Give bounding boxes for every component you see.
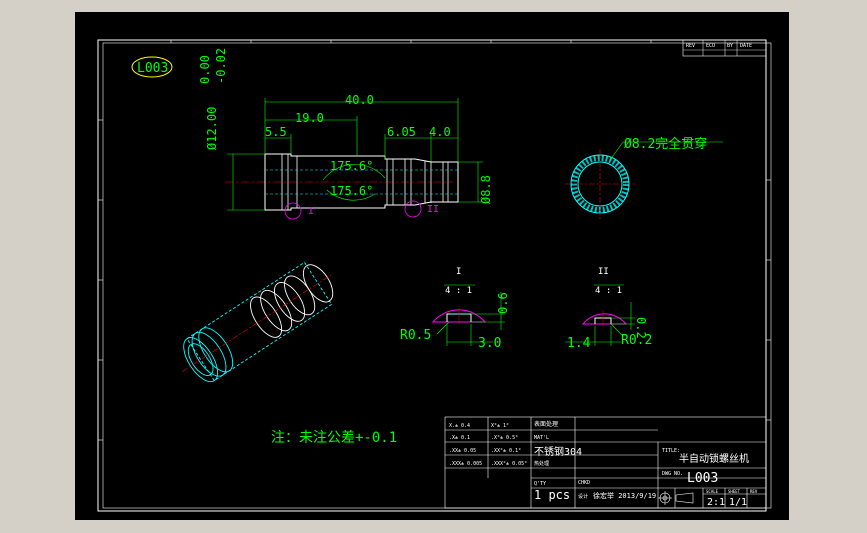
detail-ii-title: II <box>598 267 609 277</box>
dim-diameter-8-8: Ø8.8 <box>479 175 493 204</box>
detail-i-scale: 4 : 1 <box>445 286 472 296</box>
tol-cell-3-1: .XXX°± 0.05° <box>491 461 527 467</box>
tol-cell-2-1: .XX°± 0.1° <box>491 448 521 454</box>
rev-header-rev: REV <box>686 43 695 49</box>
outer-border <box>97 39 767 512</box>
projection-symbol-icon <box>658 491 694 505</box>
checked-label: CHKD <box>578 480 590 486</box>
revision-block: REV ECO BY DATE <box>682 39 767 57</box>
tolerance-table: X.± 0.4 X°± 1° .X± 0.1 .X°± 0.5° .XX± 0.… <box>449 423 527 467</box>
rev-label: REV <box>750 489 758 494</box>
scale-label: SCALE <box>706 489 719 494</box>
detail-callout-i: I <box>308 206 314 217</box>
detail-callout-ii: II <box>427 204 439 215</box>
dim-length-4-0: 4.0 <box>429 125 451 139</box>
material-value: 不锈钢304 <box>534 445 582 458</box>
detail-circle-ii <box>404 200 422 218</box>
inner-border <box>102 42 772 509</box>
groove-lines <box>281 154 449 210</box>
end-view <box>565 141 723 219</box>
tolerance-note: 注：未注公差+-0.1 <box>271 430 397 446</box>
rev-header-by: BY <box>727 43 733 49</box>
drawing-canvas: REV ECO BY DATE L003 I II <box>97 39 772 512</box>
side-dimension-lines <box>227 98 483 211</box>
drawing-tag: L003 <box>137 61 168 76</box>
detail-circle-i <box>284 202 302 220</box>
dim-length-5-5: 5.5 <box>265 125 287 139</box>
dim-height-0-2: 0.2 <box>634 317 648 339</box>
dim-angle-top: 175.6° <box>330 159 373 173</box>
title-label: TITLE: <box>662 448 680 454</box>
sheet-value: 1/1 <box>729 497 747 508</box>
designer-label: 设计 <box>578 493 588 500</box>
drawing-title: 半自动锁螺丝机 <box>679 452 749 465</box>
dim-length-6-05: 6.05 <box>387 125 416 139</box>
title-block-frame <box>444 416 767 509</box>
detail-ii-view <box>565 284 635 346</box>
tol-cell-1-0: .X± 0.1 <box>449 435 470 441</box>
cad-drawing-sheet[interactable]: REV ECO BY DATE L003 I II <box>75 12 789 520</box>
dim-width-3-0: 3.0 <box>478 336 501 351</box>
isometric-view <box>182 261 334 383</box>
dwg-no-label: DWG NO. <box>662 471 683 477</box>
tol-cell-1-1: .X°± 0.5° <box>491 435 518 441</box>
detail-i-title: I <box>456 267 461 277</box>
tag-ellipse <box>131 56 173 78</box>
dim-width-1-4: 1.4 <box>567 336 591 351</box>
rev-header-date: DATE <box>740 43 752 49</box>
dim-tolerance-lower: -0.02 <box>214 48 228 84</box>
tol-cell-3-0: .XXX± 0.005 <box>449 461 482 467</box>
dim-length-19: 19.0 <box>295 111 324 125</box>
side-view: I II <box>225 153 459 220</box>
tol-cell-0-0: X.± 0.4 <box>449 423 470 429</box>
dim-radius-0-5: R0.5 <box>400 328 431 343</box>
zone-ticks <box>98 40 771 441</box>
qty-value: 1 pcs <box>534 488 570 502</box>
treatment-label: 热处理 <box>534 460 549 467</box>
detail-i-view <box>431 284 505 346</box>
sheet-label: SHEET <box>728 489 741 494</box>
rev-header-eco: ECO <box>706 43 715 49</box>
dim-height-0-6: 0.6 <box>496 292 510 314</box>
dim-radius-0-2: R0.2 <box>621 333 652 348</box>
qty-label: Q'TY <box>534 481 546 487</box>
finish-label: 表面处理 <box>534 420 558 428</box>
scale-value: 2:1 <box>707 497 725 508</box>
designer-value: 徐宏举 2013/9/19 <box>593 491 656 500</box>
dim-diameter-12: Ø12.00 <box>205 107 219 150</box>
hole-note: Ø8.2完全贯穿 <box>624 136 707 152</box>
dwg-no-value: L003 <box>687 471 718 486</box>
dim-angle-bottom: 175.6° <box>330 184 373 198</box>
tol-cell-2-0: .XX± 0.05 <box>449 448 476 454</box>
detail-ii-scale: 4 : 1 <box>595 286 622 296</box>
dim-overall-length: 40.0 <box>345 93 374 107</box>
dim-tolerance-upper: 0.00 <box>198 55 212 84</box>
material-label: MAT'L <box>534 435 549 441</box>
tol-cell-0-1: X°± 1° <box>491 423 509 429</box>
